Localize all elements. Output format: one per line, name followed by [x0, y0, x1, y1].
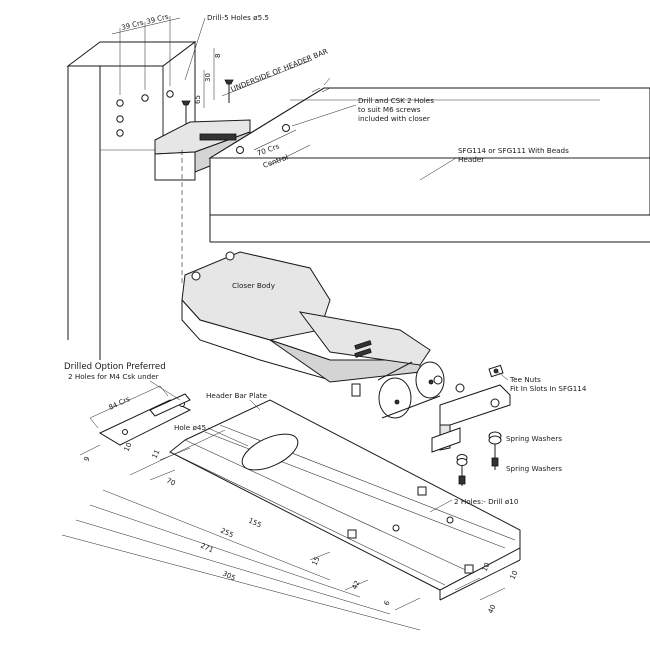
dim-8: 8	[214, 54, 222, 58]
underside-label: UNDERSIDE OF HEADER BAR	[229, 47, 329, 94]
dim-155: 155	[247, 517, 263, 530]
drilled-option-plate	[98, 393, 192, 446]
header-bar-plate	[169, 399, 521, 601]
closer-body-label: Closer Body	[232, 281, 276, 290]
two-holes-label: 2 Holes:- Drill ø10	[454, 497, 519, 506]
header-beam: 70 Crs Central	[208, 87, 650, 243]
dim-255: 255	[219, 527, 235, 540]
drilled-option-label-2: 2 Holes for M4 Csk under	[68, 372, 159, 381]
dim-10b: 10	[509, 569, 520, 580]
spring-washers-label-1: Spring Washers	[506, 434, 562, 443]
tee-nuts-label-1: Tee Nuts	[509, 375, 541, 384]
closer-cylinders	[351, 361, 445, 419]
header-label-1: SFG114 or SFG111 With Beads	[458, 146, 569, 155]
closer-body	[181, 251, 431, 383]
post-drill-holes	[116, 90, 174, 137]
dim-6: 6	[383, 599, 392, 607]
tee-bracket	[431, 375, 511, 453]
dim-11: 11	[151, 448, 162, 459]
dim-39b: 39 Crs	[146, 13, 170, 26]
bracket-screws	[181, 79, 234, 125]
header-label-2: Header	[458, 155, 484, 164]
door-frame-post	[66, 41, 197, 360]
dim-70: 70	[165, 477, 176, 488]
header-bar-plate-label: Header Bar Plate	[206, 391, 268, 400]
dims-long-plate: 11 70 155 255 271 305 15 42 6 40 10 10	[61, 429, 520, 631]
drill-csk-label-2: to suit M6 screws	[358, 105, 421, 114]
drill-csk-label-1: Drill and CSK 2 Holes	[358, 96, 434, 105]
tee-nut	[488, 364, 504, 378]
hole-45-label: Hole ø45	[174, 423, 206, 432]
dim-271: 271	[199, 542, 215, 555]
dim-10c: 10	[481, 561, 492, 572]
dim-40: 40	[487, 603, 498, 614]
dim-9: 9	[83, 455, 92, 462]
tee-nuts-label-2: Fit In Slots In SFG114	[510, 384, 587, 393]
dim-84-crs: 84 Crs	[107, 395, 131, 412]
dim-65: 65	[194, 95, 202, 104]
spring-washers-label-2: Spring Washers	[506, 464, 562, 473]
dim-42: 42	[351, 579, 362, 590]
dim-15: 15	[311, 555, 322, 566]
drill-csk-label-3: included with closer	[358, 114, 430, 123]
drilled-option-label-1: Drilled Option Preferred	[64, 362, 166, 372]
dim-30: 30	[204, 73, 212, 82]
dim-10: 10	[123, 441, 134, 452]
drill-holes-label: Drill-5 Holes ø5.5	[207, 13, 269, 22]
dim-39a: 39 Crs	[121, 19, 145, 32]
spring-washers	[456, 431, 502, 486]
